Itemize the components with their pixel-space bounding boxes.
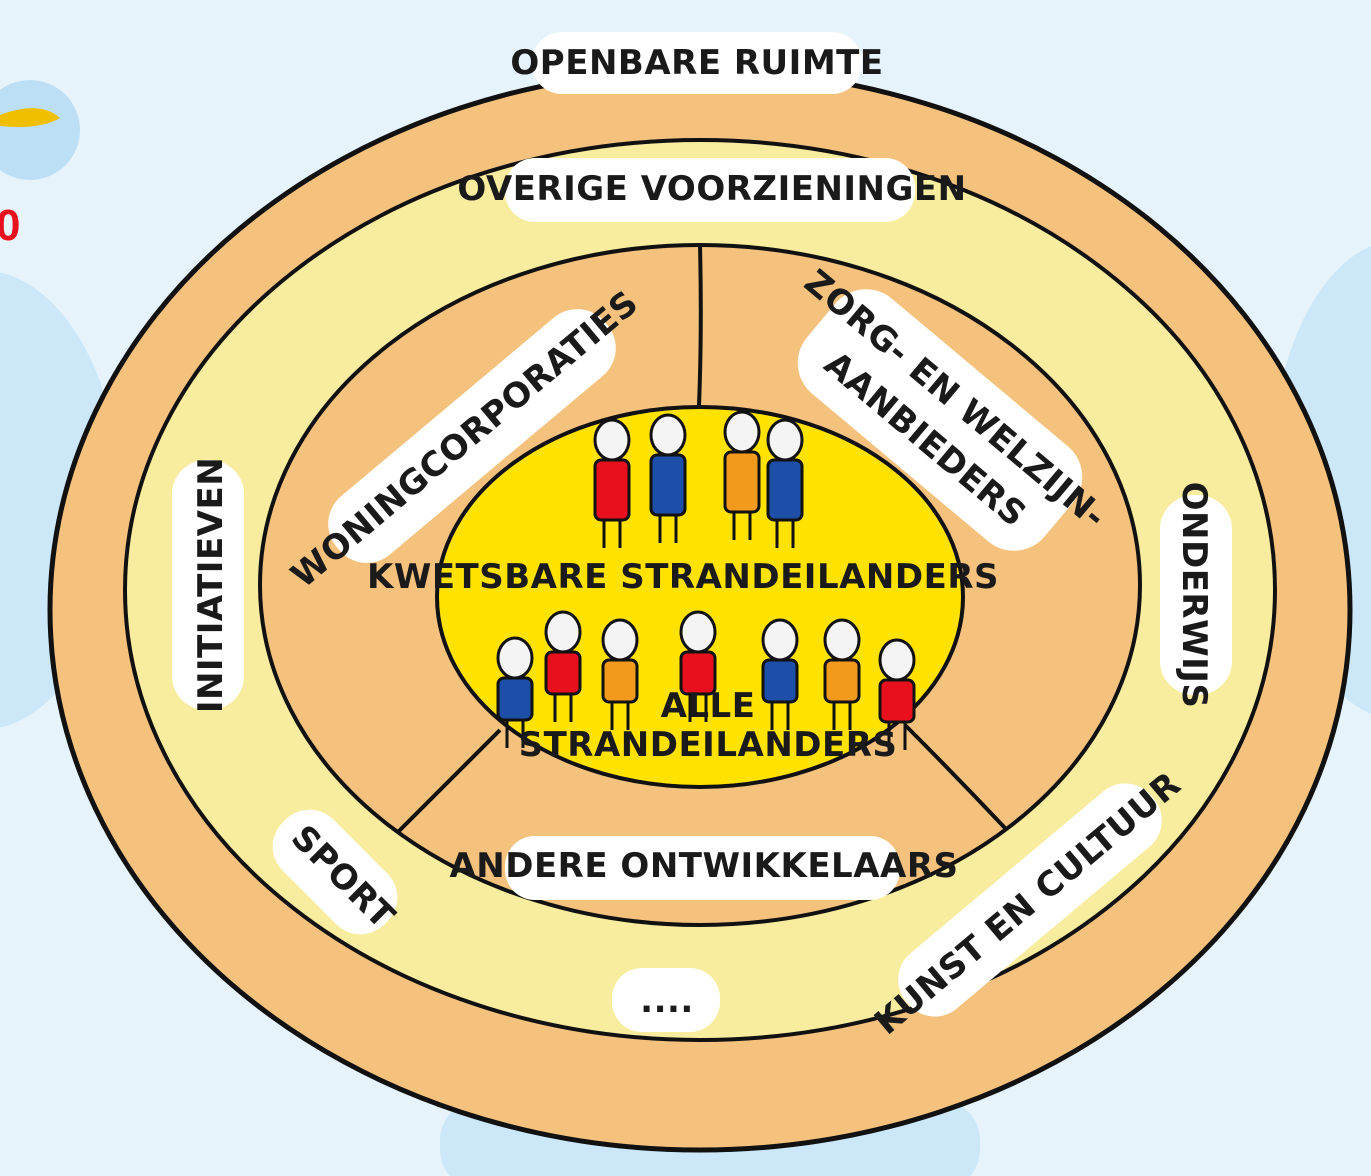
outer-ring-label: OPENBARE RUIMTE bbox=[510, 43, 883, 83]
ellipsis-label: .... bbox=[640, 981, 694, 1021]
segment-dividers bbox=[396, 244, 1007, 834]
core-bottom-label-line2: STRANDEILANDERS bbox=[519, 725, 898, 765]
svg-text:0: 0 bbox=[0, 201, 20, 250]
person-figure-icon bbox=[601, 618, 639, 730]
person-figure-icon bbox=[823, 618, 861, 730]
person-figure-icon bbox=[766, 418, 804, 548]
person-figure-icon bbox=[761, 618, 799, 730]
person-figure-icon bbox=[496, 636, 534, 748]
core-top-label: KWETSBARE STRANDEILANDERS bbox=[367, 557, 999, 597]
person-figure-icon bbox=[544, 610, 582, 722]
person-figure-icon bbox=[878, 638, 916, 750]
people-figures bbox=[496, 410, 916, 750]
core-bottom-label-line1: ALLE bbox=[661, 686, 756, 726]
initiatieven-label: INITIATIEVEN bbox=[191, 457, 231, 713]
person-figure-icon bbox=[723, 410, 761, 540]
person-figure-icon bbox=[679, 610, 717, 722]
person-figure-icon bbox=[649, 413, 687, 543]
person-figure-icon bbox=[593, 418, 631, 548]
middle-ring-title: OVERIGE VOORZIENINGEN bbox=[457, 169, 966, 209]
onderwijs-label: ONDERWIJS bbox=[1174, 482, 1214, 709]
label-clouds bbox=[172, 32, 1232, 1032]
andere-ontwikkelaars-label: ANDERE ONTWIKKELAARS bbox=[449, 846, 958, 886]
